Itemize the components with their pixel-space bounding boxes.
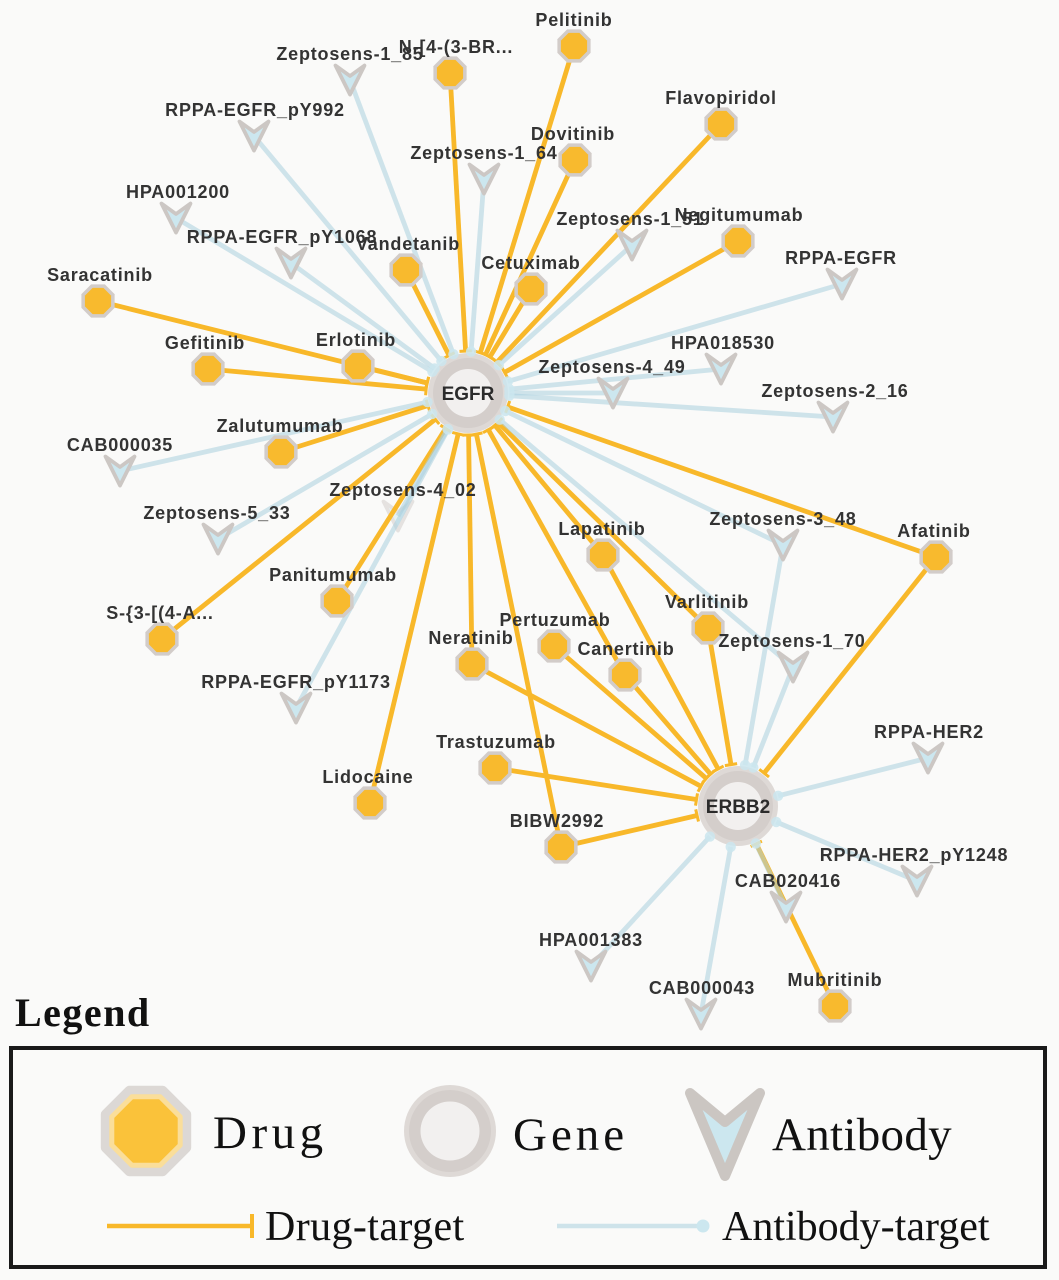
svg-text:Zeptosens-1_51: Zeptosens-1_51 — [556, 209, 703, 229]
svg-text:Gefitinib: Gefitinib — [165, 333, 245, 353]
svg-text:Cetuximab: Cetuximab — [481, 253, 580, 273]
svg-text:Zeptosens-1_64: Zeptosens-1_64 — [410, 143, 557, 163]
svg-text:Vandetanib: Vandetanib — [356, 234, 460, 254]
svg-text:Neratinib: Neratinib — [428, 628, 513, 648]
svg-text:RPPA-EGFR_pY992: RPPA-EGFR_pY992 — [165, 100, 345, 120]
svg-text:Lapatinib: Lapatinib — [558, 519, 645, 539]
svg-text:HPA001200: HPA001200 — [126, 182, 230, 202]
svg-text:Trastuzumab: Trastuzumab — [436, 732, 556, 752]
svg-text:BIBW2992: BIBW2992 — [510, 811, 604, 831]
svg-text:Zalutumumab: Zalutumumab — [217, 416, 344, 436]
svg-text:Dovitinib: Dovitinib — [531, 124, 615, 144]
svg-text:Flavopiridol: Flavopiridol — [665, 88, 777, 108]
svg-text:Mubritinib: Mubritinib — [788, 970, 883, 990]
svg-text:EGFR: EGFR — [442, 384, 495, 405]
svg-text:ERBB2: ERBB2 — [706, 797, 770, 818]
svg-text:Negitumumab: Negitumumab — [675, 205, 804, 225]
svg-text:Gene: Gene — [513, 1109, 628, 1161]
svg-text:RPPA-HER2_pY1248: RPPA-HER2_pY1248 — [820, 845, 1009, 865]
svg-text:Legend: Legend — [15, 990, 151, 1035]
svg-text:RPPA-HER2: RPPA-HER2 — [874, 722, 984, 742]
svg-text:Zeptosens-3_48: Zeptosens-3_48 — [709, 509, 856, 529]
svg-text:Zeptosens-2_16: Zeptosens-2_16 — [761, 381, 908, 401]
svg-text:Zeptosens-4_02: Zeptosens-4_02 — [329, 480, 476, 500]
svg-text:N-[4-(3-BR...: N-[4-(3-BR... — [399, 37, 513, 57]
svg-text:CAB020416: CAB020416 — [735, 871, 841, 891]
svg-text:S-{3-[(4-A...: S-{3-[(4-A... — [106, 603, 213, 623]
svg-text:Afatinib: Afatinib — [897, 521, 970, 541]
svg-text:Saracatinib: Saracatinib — [47, 265, 153, 285]
svg-text:CAB000035: CAB000035 — [67, 435, 173, 455]
svg-text:Lidocaine: Lidocaine — [322, 767, 413, 787]
svg-text:CAB000043: CAB000043 — [649, 978, 755, 998]
svg-text:Panitumumab: Panitumumab — [269, 565, 397, 585]
svg-text:Drug: Drug — [213, 1107, 328, 1159]
svg-text:Zeptosens-5_33: Zeptosens-5_33 — [143, 503, 290, 523]
svg-text:Canertinib: Canertinib — [577, 639, 674, 659]
svg-text:Zeptosens-1_70: Zeptosens-1_70 — [718, 631, 865, 651]
svg-text:RPPA-EGFR: RPPA-EGFR — [785, 248, 897, 268]
svg-text:Erlotinib: Erlotinib — [316, 330, 396, 350]
svg-text:Pertuzumab: Pertuzumab — [499, 610, 610, 630]
svg-text:Antibody-target: Antibody-target — [722, 1204, 990, 1250]
svg-text:Varlitinib: Varlitinib — [665, 592, 749, 612]
svg-text:HPA001383: HPA001383 — [539, 930, 643, 950]
svg-text:Pelitinib: Pelitinib — [535, 10, 612, 30]
svg-text:Antibody: Antibody — [772, 1109, 952, 1161]
svg-text:Drug-target: Drug-target — [265, 1204, 465, 1250]
svg-text:RPPA-EGFR_pY1068: RPPA-EGFR_pY1068 — [187, 227, 378, 247]
svg-text:Zeptosens-4_49: Zeptosens-4_49 — [538, 357, 685, 377]
svg-text:RPPA-EGFR_pY1173: RPPA-EGFR_pY1173 — [201, 672, 391, 692]
svg-text:HPA018530: HPA018530 — [671, 333, 775, 353]
svg-text:Zeptosens-1_85: Zeptosens-1_85 — [276, 44, 423, 64]
